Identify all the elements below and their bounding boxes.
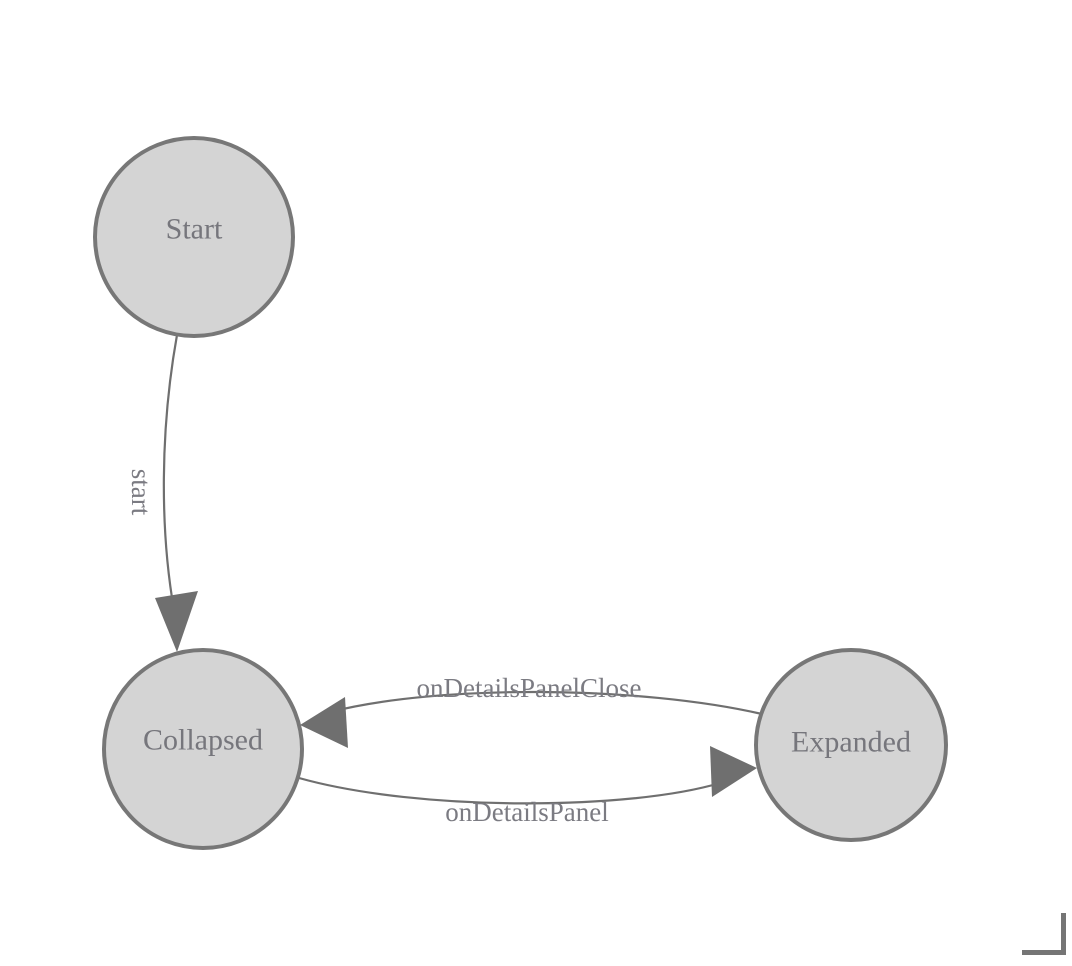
edge-label-on-details-panel-close: onDetailsPanelClose — [417, 673, 642, 703]
viewport-corner-horizontal-rule — [1022, 950, 1066, 955]
node-collapsed[interactable]: Collapsed — [102, 648, 304, 850]
node-expanded-circle — [754, 648, 948, 842]
edge-collapsed-to-expanded[interactable]: onDetailsPanel — [298, 746, 757, 827]
node-expanded[interactable]: Expanded — [754, 648, 948, 842]
viewport-corner-vertical-rule — [1061, 913, 1066, 955]
node-start[interactable]: Start — [93, 136, 295, 338]
node-collapsed-label: Collapsed — [143, 724, 263, 757]
node-start-label: Start — [166, 213, 223, 246]
edge-label-on-details-panel: onDetailsPanel — [445, 797, 608, 827]
edge-start-to-collapsed-path — [162, 334, 179, 611]
node-expanded-label: Expanded — [791, 726, 911, 759]
edge-collapsed-to-expanded-path — [298, 776, 721, 805]
edge-start-to-collapsed-arrowhead — [155, 591, 198, 652]
node-collapsed-circle — [102, 648, 304, 850]
edge-expanded-to-collapsed[interactable]: onDetailsPanelClose — [300, 673, 763, 748]
edge-label-start: start — [126, 469, 156, 516]
edge-expanded-to-collapsed-path — [329, 690, 763, 716]
edge-start-to-collapsed[interactable]: start — [126, 334, 198, 652]
edge-collapsed-to-expanded-arrowhead — [710, 746, 757, 797]
edge-expanded-to-collapsed-arrowhead — [300, 697, 348, 748]
node-start-circle — [93, 136, 295, 338]
